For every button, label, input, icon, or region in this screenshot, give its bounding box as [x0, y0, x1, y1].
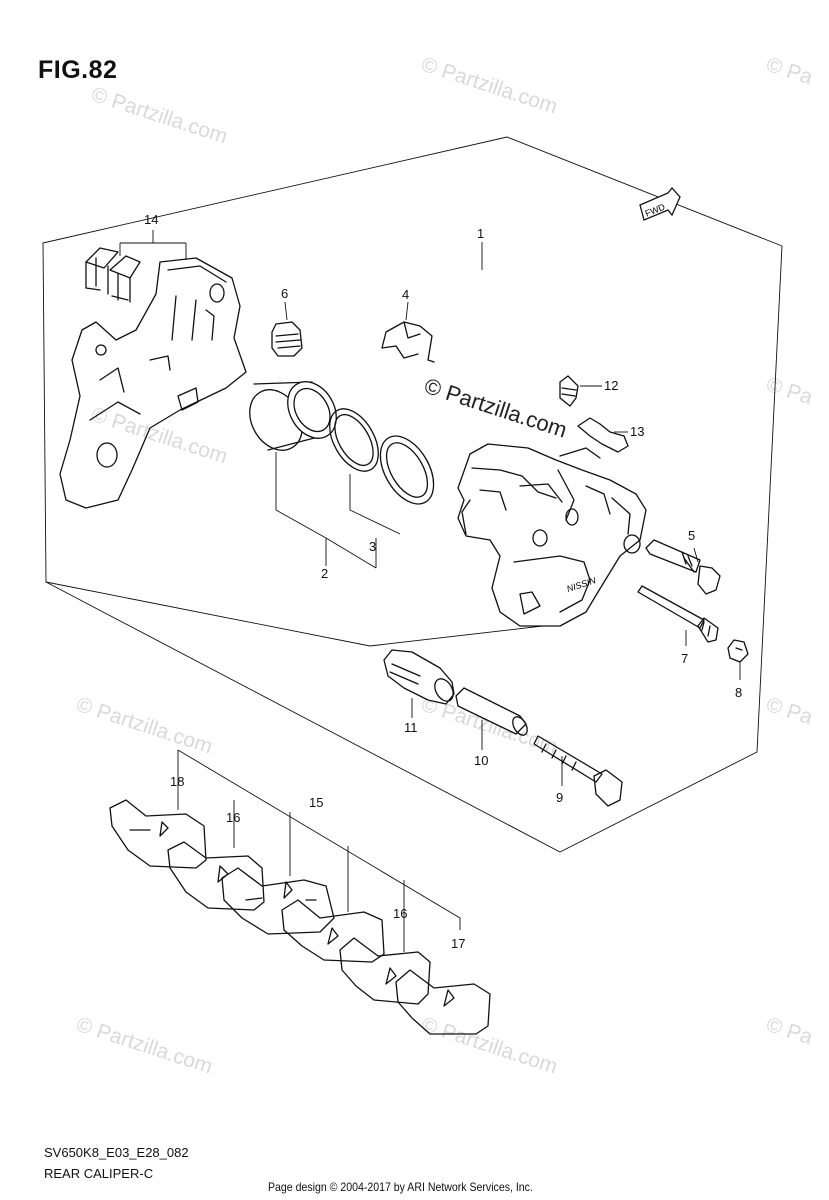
- callout-16: 16: [226, 810, 240, 825]
- leader-line: [177, 749, 461, 952]
- leader-line: [275, 452, 401, 569]
- assembly-outline: [42, 136, 783, 853]
- callout-3: 3: [369, 539, 376, 554]
- callout-14: 14: [144, 212, 158, 227]
- callout-15: 15: [309, 795, 323, 810]
- callout-18: 18: [170, 774, 184, 789]
- clip-part: [577, 417, 629, 453]
- fwd-arrow-icon: FWD: [639, 186, 681, 221]
- leader-line: [693, 547, 699, 563]
- figure-title: FIG.82: [38, 56, 118, 84]
- dust-seal-inner: [385, 442, 429, 498]
- assembly-lower-bracket: [45, 581, 561, 647]
- dust-seal-part: [379, 435, 435, 505]
- watermark-text: © Pa: [763, 1013, 815, 1049]
- callout-5: 5: [688, 528, 695, 543]
- caliper-body-part: NISSIN: [457, 443, 647, 627]
- watermark-text: © Partzilla.com: [88, 83, 230, 149]
- sleeve-part: [455, 687, 528, 736]
- callout-7: 7: [681, 651, 688, 666]
- leader-line: [405, 301, 409, 321]
- boot-part: [383, 649, 455, 705]
- leader-line: [284, 301, 288, 321]
- watermark-text: © Partzilla.com: [73, 693, 215, 759]
- watermark-text: © Pa: [763, 53, 815, 89]
- bleeder-valve-part: [559, 375, 579, 407]
- piston-seal-inner: [334, 413, 374, 467]
- watermark-text: © Pa: [763, 373, 815, 409]
- watermark-text: © Pa: [763, 693, 815, 729]
- callout-13: 13: [630, 424, 644, 439]
- watermark-group: © Partzilla.com © Partzilla.com © Pa © P…: [73, 53, 815, 1079]
- callout-16: 16: [393, 906, 407, 921]
- callout-8: 8: [735, 685, 742, 700]
- model-code: SV650K8_E03_E28_082: [44, 1145, 189, 1160]
- callout-6: 6: [281, 286, 288, 301]
- pad-retainer-part: [381, 321, 435, 363]
- caliper-bracket-part: [59, 257, 247, 509]
- piston-seal-part: [329, 408, 379, 472]
- pin-bolt-part: [645, 539, 721, 595]
- sleeve-bolt-part: [637, 585, 719, 643]
- watermark-text: © Partzilla.com: [73, 1013, 215, 1079]
- watermark-main: © Partzilla.com: [421, 373, 570, 443]
- washer-part: [727, 639, 749, 663]
- callout-11: 11: [404, 720, 418, 735]
- callout-4: 4: [402, 287, 409, 302]
- callout-12: 12: [604, 378, 618, 393]
- watermark-text: © Partzilla.com: [418, 53, 560, 119]
- callout-labels: 1 2 3 4 5 6 7 8 9 10 11 12 13 14 15 16 1…: [144, 212, 742, 951]
- piston-part: [249, 381, 337, 451]
- callout-17: 17: [451, 936, 465, 951]
- brake-pad-set: [109, 799, 491, 1035]
- leader-line: [119, 230, 187, 260]
- callout-9: 9: [556, 790, 563, 805]
- watermark-text: © Partzilla.com: [88, 403, 230, 469]
- callout-10: 10: [474, 753, 488, 768]
- pad-spring-part: [85, 247, 141, 303]
- bleeder-cap-part: [271, 321, 303, 357]
- callout-1: 1: [477, 226, 484, 241]
- copyright-footer: Page design © 2004-2017 by ARI Network S…: [268, 1180, 533, 1194]
- callout-2: 2: [321, 566, 328, 581]
- watermark-text: © Partzilla.com: [418, 1013, 560, 1079]
- mounting-bolt-part: [533, 735, 623, 807]
- diagram-caption: REAR CALIPER-C: [44, 1166, 154, 1181]
